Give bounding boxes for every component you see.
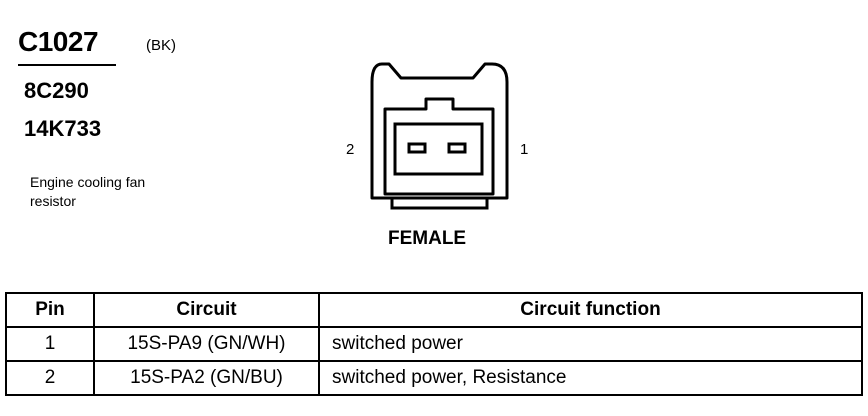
part-number-2: 14K733 xyxy=(24,116,102,141)
circuit-cell: 15S-PA2 (GN/BU) xyxy=(93,360,320,396)
connector-id: C1027 xyxy=(18,26,99,57)
part-number-1: 8C290 xyxy=(24,78,89,103)
connector-face-diagram xyxy=(370,62,509,210)
connector-description: Engine cooling fan resistor xyxy=(30,174,146,209)
terminal-block xyxy=(393,122,484,176)
pin-cell: 2 xyxy=(5,360,95,396)
pin-label-right: 1 xyxy=(520,141,529,158)
pinout-table: Pin Circuit Circuit function 1 15S-PA9 (… xyxy=(5,292,863,396)
circuit-cell: 15S-PA9 (GN/WH) xyxy=(93,326,320,362)
connector-cavity xyxy=(383,97,495,196)
header-pin: Pin xyxy=(5,292,95,328)
pin-cell: 1 xyxy=(5,326,95,362)
header-circuit: Circuit xyxy=(93,292,320,328)
table-row: 2 15S-PA2 (GN/BU) switched power, Resist… xyxy=(5,360,863,396)
function-cell: switched power xyxy=(318,326,863,362)
pin-label-left: 2 xyxy=(346,141,355,158)
connector-id-underline xyxy=(18,64,116,66)
header-circuit-function: Circuit function xyxy=(318,292,863,328)
connector-housing xyxy=(370,62,509,200)
table-row: 1 15S-PA9 (GN/WH) switched power xyxy=(5,326,863,362)
connector-skirt xyxy=(390,198,489,210)
function-cell: switched power, Resistance xyxy=(318,360,863,396)
terminal-1 xyxy=(447,142,467,154)
table-header-row: Pin Circuit Circuit function xyxy=(5,292,863,328)
terminal-2 xyxy=(407,142,427,154)
gender-label: FEMALE xyxy=(388,228,467,249)
color-code: (BK) xyxy=(146,37,176,54)
